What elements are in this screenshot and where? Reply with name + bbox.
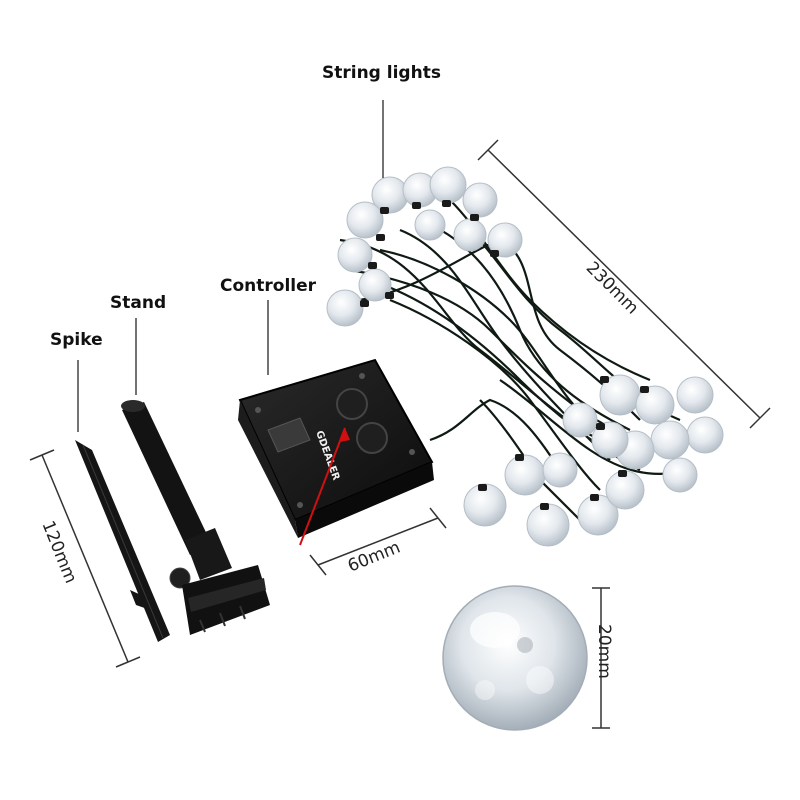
callout-lines xyxy=(77,100,384,432)
bulb-sockets-upper xyxy=(360,200,499,307)
red-arrow xyxy=(299,427,346,546)
controller-box: GDEALER xyxy=(238,358,434,538)
label-string-lights: String lights xyxy=(322,63,441,83)
bulb-sockets-lower xyxy=(478,376,649,510)
spike-part xyxy=(75,440,170,642)
string-lights-lower xyxy=(463,374,724,547)
string-lights-upper xyxy=(326,166,523,327)
label-controller: Controller xyxy=(220,276,317,296)
label-spike: Spike xyxy=(50,330,103,350)
single-bulb xyxy=(442,585,588,731)
dimension-lines xyxy=(29,139,771,729)
dim-bulb-diameter: 20mm xyxy=(594,624,614,679)
label-stand: Stand xyxy=(110,293,167,313)
stand-part xyxy=(121,400,270,635)
red-arrow-head xyxy=(340,428,350,442)
